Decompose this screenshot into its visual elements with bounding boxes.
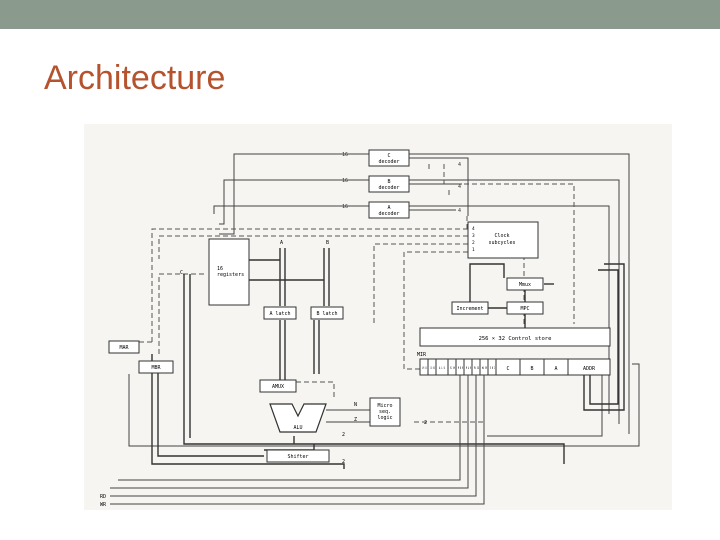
svg-text:W R: W R bbox=[482, 366, 488, 370]
a-latch: A latch bbox=[263, 306, 297, 320]
svg-text:MPC: MPC bbox=[520, 306, 529, 312]
decoder-input-lines bbox=[409, 157, 469, 216]
svg-text:A L U: A L U bbox=[439, 366, 445, 370]
svg-text:B: B bbox=[530, 366, 533, 372]
mmux: Mmux bbox=[506, 277, 544, 291]
svg-text:decoder: decoder bbox=[378, 185, 399, 191]
svg-text:ADDR: ADDR bbox=[583, 366, 596, 372]
two-label-3: 2 bbox=[342, 459, 345, 465]
svg-text:R D: R D bbox=[474, 366, 479, 370]
memory-control-lines bbox=[110, 375, 485, 505]
svg-text:3: 3 bbox=[472, 233, 475, 239]
svg-text:4: 4 bbox=[458, 162, 461, 168]
svg-text:16: 16 bbox=[342, 178, 348, 184]
clock-subcycles: Clock subcycles 4 3 2 1 bbox=[467, 221, 539, 259]
increment: Increment bbox=[451, 301, 489, 315]
svg-text:Increment: Increment bbox=[456, 306, 483, 312]
svg-text:C: C bbox=[387, 153, 390, 159]
svg-text:2: 2 bbox=[472, 240, 475, 246]
outer-feedback-lines bbox=[128, 153, 640, 447]
svg-text:Micro: Micro bbox=[377, 403, 392, 409]
svg-text:Clock: Clock bbox=[494, 233, 509, 239]
svg-text:A: A bbox=[387, 205, 390, 211]
mpc-loop-bus bbox=[469, 263, 625, 411]
svg-text:256 × 32 Control store: 256 × 32 Control store bbox=[479, 336, 552, 342]
svg-text:16: 16 bbox=[342, 152, 348, 158]
svg-text:logic: logic bbox=[377, 415, 392, 421]
svg-text:decoder: decoder bbox=[378, 211, 399, 217]
mir-register: A M U X C O N D A L U S H M B R M A R R … bbox=[419, 358, 611, 376]
rd-label: RD bbox=[100, 494, 106, 500]
svg-text:S H: S H bbox=[450, 366, 455, 370]
control-store: 256 × 32 Control store bbox=[419, 327, 611, 347]
a-decoder: A decoder bbox=[368, 201, 410, 219]
mar-register: MAR bbox=[108, 340, 140, 354]
svg-text:4: 4 bbox=[458, 208, 461, 214]
mpc: MPC bbox=[506, 301, 544, 315]
slide-top-bar bbox=[0, 0, 720, 29]
micro-sequencing-logic: Micro seq. logic bbox=[369, 397, 401, 427]
z-flag-label: Z bbox=[354, 417, 357, 423]
n-flag-label: N bbox=[354, 402, 357, 408]
svg-text:MBR: MBR bbox=[151, 365, 161, 371]
svg-text:ALU: ALU bbox=[293, 425, 302, 431]
svg-text:16: 16 bbox=[342, 204, 348, 210]
mir-label: MIR bbox=[417, 352, 427, 358]
svg-text:subcycles: subcycles bbox=[488, 240, 515, 246]
a-bus-label: A bbox=[280, 240, 283, 246]
wr-label: WR bbox=[100, 502, 107, 508]
svg-text:M A R: M A R bbox=[466, 366, 471, 370]
svg-text:C: C bbox=[506, 366, 509, 372]
b-bus-label: B bbox=[326, 240, 329, 246]
shifter: Shifter bbox=[266, 449, 330, 463]
slide-title: Architecture bbox=[44, 59, 226, 97]
svg-text:M B R: M B R bbox=[458, 366, 463, 370]
svg-text:C O N D: C O N D bbox=[430, 366, 435, 370]
data-buses bbox=[114, 248, 565, 469]
svg-text:B latch: B latch bbox=[316, 311, 337, 317]
svg-text:seq.: seq. bbox=[379, 409, 391, 415]
amux: AMUX bbox=[259, 379, 297, 393]
b-latch: B latch bbox=[310, 306, 344, 320]
flag-lines bbox=[326, 409, 370, 423]
two-label-2: 2 bbox=[424, 420, 427, 426]
register-file: 16 registers bbox=[208, 238, 250, 306]
c-decoder: C decoder bbox=[368, 149, 410, 167]
svg-text:Shifter: Shifter bbox=[287, 454, 308, 460]
b-decoder: B decoder bbox=[368, 175, 410, 193]
svg-text:registers: registers bbox=[217, 272, 244, 278]
svg-text:4: 4 bbox=[458, 184, 461, 190]
two-label: 2 bbox=[342, 432, 345, 438]
svg-text:A latch: A latch bbox=[269, 311, 290, 317]
svg-text:1: 1 bbox=[472, 247, 475, 253]
alu: ALU bbox=[269, 403, 327, 433]
svg-text:16: 16 bbox=[217, 266, 223, 272]
svg-text:A: A bbox=[554, 366, 557, 372]
architecture-diagram-scan: C decoder B decoder A decoder 16 16 16 4… bbox=[84, 124, 672, 510]
svg-text:E N C: E N C bbox=[490, 366, 495, 370]
svg-text:4: 4 bbox=[472, 226, 475, 232]
svg-text:decoder: decoder bbox=[378, 159, 399, 165]
svg-text:Mmux: Mmux bbox=[519, 282, 531, 288]
c-bus-label: C bbox=[180, 270, 183, 276]
mbr-register: MBR bbox=[138, 360, 174, 374]
bus-width-labels: 16 16 16 4 4 4 bbox=[342, 152, 461, 214]
svg-text:A M U X: A M U X bbox=[422, 366, 427, 370]
svg-text:MAR: MAR bbox=[119, 345, 129, 351]
svg-text:B: B bbox=[387, 179, 390, 185]
svg-text:AMUX: AMUX bbox=[272, 384, 284, 390]
